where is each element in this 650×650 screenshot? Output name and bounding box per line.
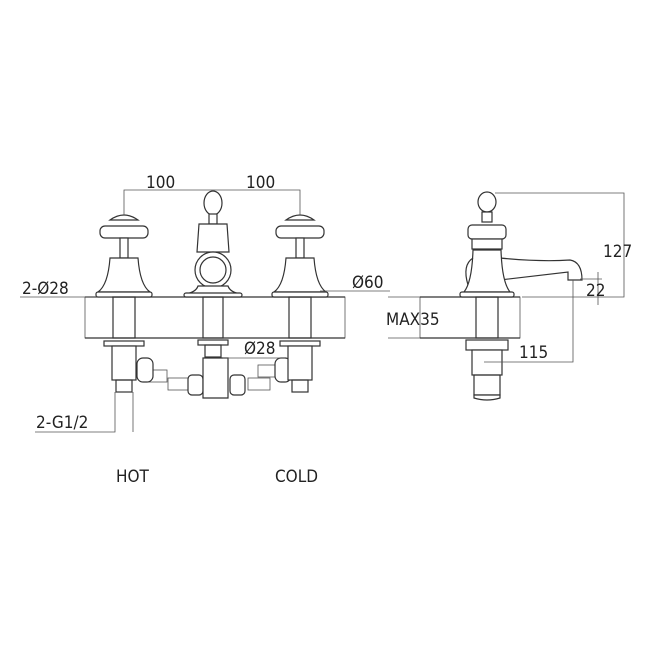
- dim-spacing-left: 100: [146, 173, 175, 193]
- dim-spout-reach: 115: [519, 343, 548, 363]
- label-hot: HOT: [116, 467, 150, 487]
- cold-tap: [271, 214, 329, 393]
- dim-spout-height: 22: [586, 281, 605, 301]
- dim-max-deck: MAX35: [386, 310, 440, 330]
- dim-hole-diameter: 2-Ø28: [22, 279, 69, 299]
- label-cold: COLD: [275, 467, 318, 487]
- front-deck: [84, 296, 346, 339]
- dim-center-shank: Ø28: [244, 339, 276, 359]
- dim-inlet-thread: 2-G1/2: [36, 413, 88, 433]
- side-dimensions: [388, 192, 625, 363]
- side-view-tap: [419, 191, 583, 401]
- dim-flange-diameter: Ø60: [352, 273, 384, 293]
- hot-tap: [95, 214, 153, 393]
- front-dimensions: [20, 189, 390, 433]
- dim-height: 127: [603, 242, 632, 262]
- dim-spacing-right: 100: [246, 173, 275, 193]
- center-spout: [183, 190, 243, 399]
